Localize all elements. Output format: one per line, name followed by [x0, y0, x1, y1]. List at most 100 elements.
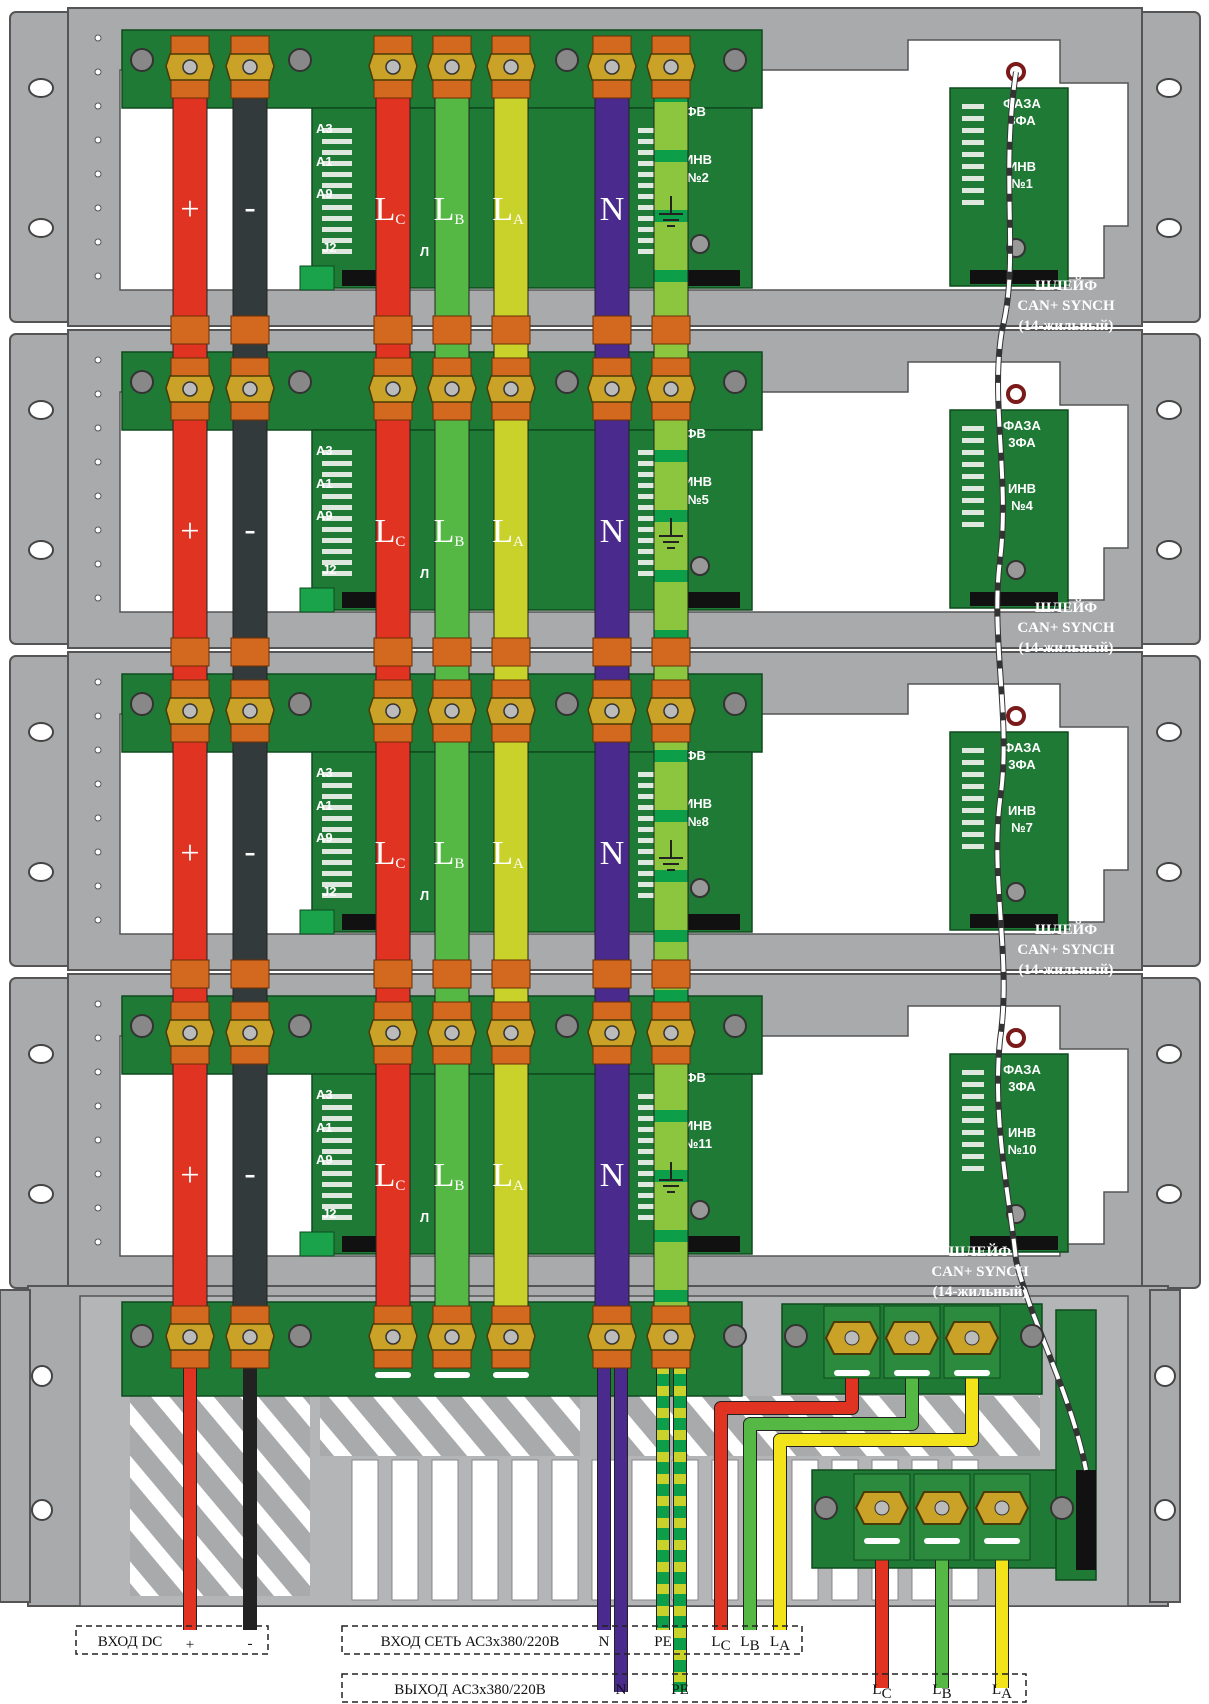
pcb-pin-row — [322, 827, 352, 832]
bolt-head — [182, 1025, 198, 1041]
pcb-pin-row — [322, 172, 352, 177]
mount-slot — [28, 400, 54, 420]
copper-joint — [651, 315, 691, 345]
ac-output-lc-label-sub: C — [882, 1686, 892, 1702]
pcb-pin-row — [638, 483, 664, 488]
pcb-pin-row — [322, 1171, 352, 1176]
copper-joint — [432, 315, 472, 345]
bolt — [723, 692, 747, 716]
pcb-label-a1: A1 — [316, 154, 333, 169]
pcb-label-a3: A3 — [316, 1087, 333, 1102]
pcb-pin-row — [638, 1160, 664, 1165]
pcb-pin-row — [322, 472, 352, 477]
plus-label: + — [180, 513, 199, 550]
mount-hole — [1154, 1365, 1176, 1387]
pcb-pin-row — [322, 161, 352, 166]
pcb-pin-row — [322, 1127, 352, 1132]
pcb-pin-row — [962, 772, 984, 777]
left-inv-label: ИНВ — [684, 796, 712, 811]
ground-icon — [659, 196, 683, 227]
cable-label-line3: (14-жильный) — [1019, 962, 1114, 978]
pcb-pin-row — [322, 1193, 352, 1198]
pcb-pin-row — [638, 505, 664, 510]
standoff — [690, 556, 710, 576]
pcb-pin-row — [638, 1094, 664, 1099]
standoff — [1006, 1028, 1026, 1048]
pcb-pin-row — [322, 1094, 352, 1099]
pcb-pin-row — [322, 505, 352, 510]
terminal-connector — [299, 587, 335, 613]
ac-input-lc-label: LC — [711, 1634, 730, 1654]
bolt-head — [503, 703, 519, 719]
bolt — [288, 370, 312, 394]
ac-input-pe-label: PE — [654, 1634, 672, 1650]
bolt — [1020, 1324, 1044, 1348]
pcb-pin-row — [962, 748, 984, 753]
terminal-connector — [299, 909, 335, 935]
standoff — [1006, 384, 1026, 404]
pcb-pin-row — [962, 1094, 984, 1099]
n-label: N — [600, 513, 625, 550]
pcb-pin-row — [962, 474, 984, 479]
chassis-hole — [94, 204, 102, 212]
right-phase-label: ФАЗА — [1003, 418, 1041, 433]
pcb-pin-row — [638, 882, 664, 887]
right-inv-label: ИНВ — [1008, 803, 1036, 818]
bolt-head — [444, 1329, 460, 1345]
copper-joint — [651, 637, 691, 667]
bolt-head — [444, 1025, 460, 1041]
pcb-pin-row — [638, 1171, 664, 1176]
bolt-head — [182, 59, 198, 75]
mount-hole — [1154, 1499, 1176, 1521]
right-inv-number: №4 — [1011, 498, 1033, 513]
n-label: N — [600, 1157, 625, 1194]
chassis-hole — [94, 678, 102, 686]
ac-output-lc-label: LC — [872, 1682, 891, 1702]
pcb-pin-row — [638, 1105, 664, 1110]
pcb-pin-row — [322, 1149, 352, 1154]
right-phase-label: ФАЗА — [1003, 1062, 1041, 1077]
chassis-hole — [94, 526, 102, 534]
vent-hatch — [130, 1396, 310, 1596]
bolt-head — [604, 1025, 620, 1041]
pcb-pin-row — [322, 450, 352, 455]
right-phase-sub-label: 3ФА — [1008, 757, 1036, 772]
cable-label-line1: ШЛЕЙФ — [1035, 277, 1097, 294]
chassis-hole — [94, 1136, 102, 1144]
pcb-pin-row — [322, 227, 352, 232]
bolt-head — [385, 381, 401, 397]
pcb-pin-row — [962, 450, 984, 455]
minus-label: - — [244, 1155, 255, 1192]
chassis-hole — [94, 1102, 102, 1110]
bolt-head — [242, 703, 258, 719]
pcb-pin-row — [322, 783, 352, 788]
mount-slot — [28, 722, 54, 742]
dc-input-box — [75, 1625, 269, 1655]
pcb-pin-row — [962, 152, 984, 157]
mount-slot — [1156, 400, 1182, 420]
terminal-dash — [434, 1372, 470, 1378]
rack-ear-right — [1137, 11, 1201, 323]
pcb-label-a9: A9 — [316, 1152, 333, 1167]
rack-ear-left — [9, 333, 73, 645]
pcb-pin-row — [962, 164, 984, 169]
grille-slot — [631, 1459, 659, 1601]
la-label-sub: A — [513, 1178, 524, 1194]
pcb-label-l: Л — [420, 566, 429, 581]
pcb-pin-row — [322, 216, 352, 221]
chassis-hole — [94, 916, 102, 924]
pcb-pin-row — [322, 549, 352, 554]
pcb-label-a1: A1 — [316, 1120, 333, 1135]
bolt-head — [604, 381, 620, 397]
pcb-pin-row — [962, 832, 984, 837]
terminal-connector — [299, 265, 335, 291]
bolt — [1050, 1496, 1074, 1520]
pcb-pin-row — [322, 1116, 352, 1121]
bolt-head — [503, 1025, 519, 1041]
standoff — [690, 878, 710, 898]
bolt-head — [964, 1330, 980, 1346]
bolt-head — [385, 703, 401, 719]
header-connector — [680, 1236, 740, 1252]
chassis-hole — [94, 238, 102, 246]
